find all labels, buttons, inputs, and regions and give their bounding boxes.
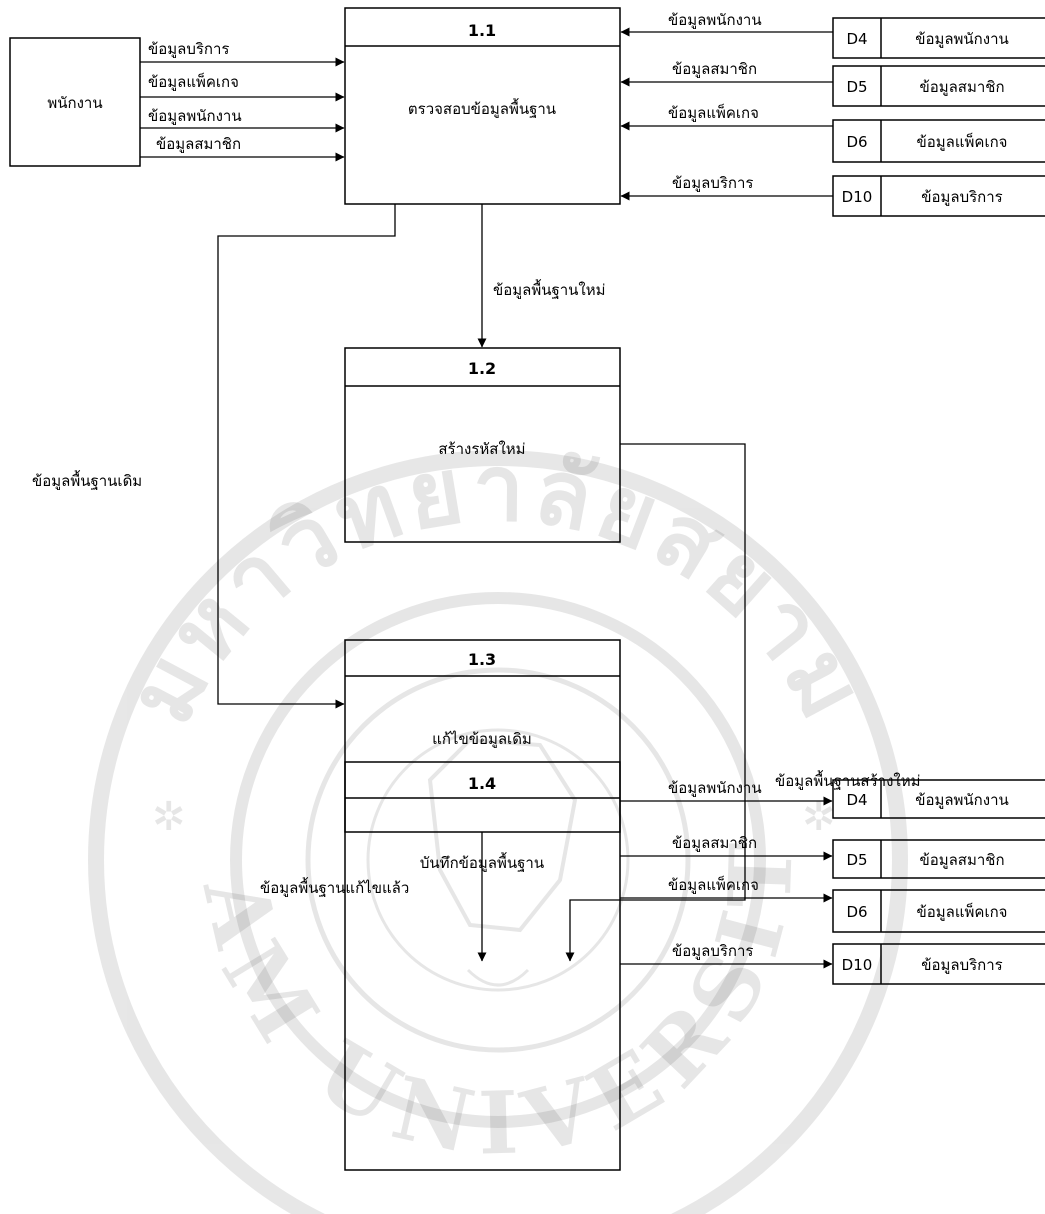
flow-1-1-to-1-3: ข้อมูลพื้นฐานเดิม (32, 204, 396, 709)
flow-label: ข้อมูลพนักงาน (668, 11, 762, 29)
process-label: สร้างรหัสใหม่ (438, 440, 525, 458)
data-store-d4-top: D4 ข้อมูลพนักงาน (832, 17, 1045, 59)
flow-1-3-to-1-4: ข้อมูลพื้นฐานแก้ไขแล้ว (260, 832, 487, 962)
flow-label: ข้อมูลสมาชิก (156, 135, 241, 153)
data-store-name: ข้อมูลบริการ (921, 188, 1002, 206)
process-id: 1.1 (468, 21, 496, 40)
data-store-d6-bottom: D6 ข้อมูลแพ็คเกจ (832, 889, 1045, 933)
data-store-id: D4 (846, 791, 867, 809)
flow-arrow (565, 443, 746, 962)
flow-label: ข้อมูลพื้นฐานเดิม (32, 470, 142, 490)
data-store-id: D5 (846, 78, 867, 96)
process-label: ตรวจสอบข้อมูลพื้นฐาน (408, 98, 556, 118)
process-1-3: 1.3 แก้ไขข้อมูลเดิม (344, 639, 621, 833)
data-store-d6-top: D6 ข้อมูลแพ็คเกจ (832, 119, 1045, 163)
process-1-1: 1.1 ตรวจสอบข้อมูลพื้นฐาน (344, 7, 621, 205)
flow-label: ข้อมูลพื้นฐานใหม่ (493, 279, 606, 299)
data-store-name: ข้อมูลพนักงาน (915, 791, 1009, 809)
data-store-d5-bottom: D5 ข้อมูลสมาชิก (832, 839, 1045, 879)
data-store-id: D6 (846, 903, 867, 921)
process-id: 1.2 (468, 359, 496, 378)
data-store-name: ข้อมูลแพ็คเกจ (917, 132, 1008, 151)
flow-label: ข้อมูลบริการ (148, 40, 229, 58)
data-store-d4-bottom: D4 ข้อมูลพนักงาน (832, 779, 1045, 819)
flows-stores-to-1-1: ข้อมูลพนักงาน ข้อมูลสมาชิก ข้อมูลแพ็คเกจ… (620, 11, 833, 201)
flow-label: ข้อมูลพนักงาน (148, 107, 242, 125)
data-store-id: D5 (846, 851, 867, 869)
data-store-id: D10 (842, 956, 873, 974)
flow-label: ข้อมูลบริการ (672, 942, 753, 960)
data-store-id: D4 (846, 30, 867, 48)
data-store-d10-top: D10 ข้อมูลบริการ (832, 175, 1045, 217)
data-store-id: D10 (842, 188, 873, 206)
data-store-name: ข้อมูลบริการ (921, 956, 1002, 974)
process-id: 1.4 (468, 774, 496, 793)
flow-label: ข้อมูลแพ็คเกจ (668, 103, 759, 122)
flow-label: ข้อมูลสมาชิก (672, 60, 757, 78)
flows-1-4-to-stores: ข้อมูลพนักงาน ข้อมูลสมาชิก ข้อมูลแพ็คเกจ… (620, 779, 833, 969)
flow-arrow (217, 204, 396, 709)
data-store-name: ข้อมูลสมาชิก (919, 78, 1004, 96)
flow-1-1-to-1-2: ข้อมูลพื้นฐานใหม่ (477, 204, 606, 348)
flow-label: ข้อมูลสมาชิก (672, 834, 757, 852)
flow-label: ข้อมูลบริการ (672, 174, 753, 192)
process-label: แก้ไขข้อมูลเดิม (432, 730, 532, 748)
data-store-id: D6 (846, 133, 867, 151)
data-store-name: ข้อมูลสมาชิก (919, 851, 1004, 869)
data-store-d5-top: D5 ข้อมูลสมาชิก (832, 65, 1045, 107)
external-entity-employee: พนักงาน (9, 37, 141, 167)
process-1-4: 1.4 บันทึกข้อมูลพื้นฐาน (344, 761, 621, 1171)
watermark-star-left: ✲ (152, 794, 186, 840)
flows-entity-to-1-1: ข้อมูลบริการ ข้อมูลแพ็คเกจ ข้อมูลพนักงาน… (140, 40, 345, 162)
flow-label: ข้อมูลพนักงาน (668, 779, 762, 797)
data-store-name: ข้อมูลแพ็คเกจ (917, 902, 1008, 921)
flow-label: ข้อมูลแพ็คเกจ (668, 875, 759, 894)
process-1-2: 1.2 สร้างรหัสใหม่ (344, 347, 621, 543)
flow-label: ข้อมูลแพ็คเกจ (148, 72, 239, 91)
process-id: 1.3 (468, 650, 496, 669)
flow-label: ข้อมูลพื้นฐานแก้ไขแล้ว (260, 877, 409, 897)
flow-1-2-to-1-4: ข้อมูลพื้นฐานสร้างใหม่ (565, 443, 921, 962)
data-store-d10-bottom: D10 ข้อมูลบริการ (832, 943, 1045, 985)
data-store-name: ข้อมูลพนักงาน (915, 30, 1009, 48)
flow-label: ข้อมูลพื้นฐานสร้างใหม่ (775, 770, 921, 790)
external-entity-label: พนักงาน (47, 94, 102, 112)
